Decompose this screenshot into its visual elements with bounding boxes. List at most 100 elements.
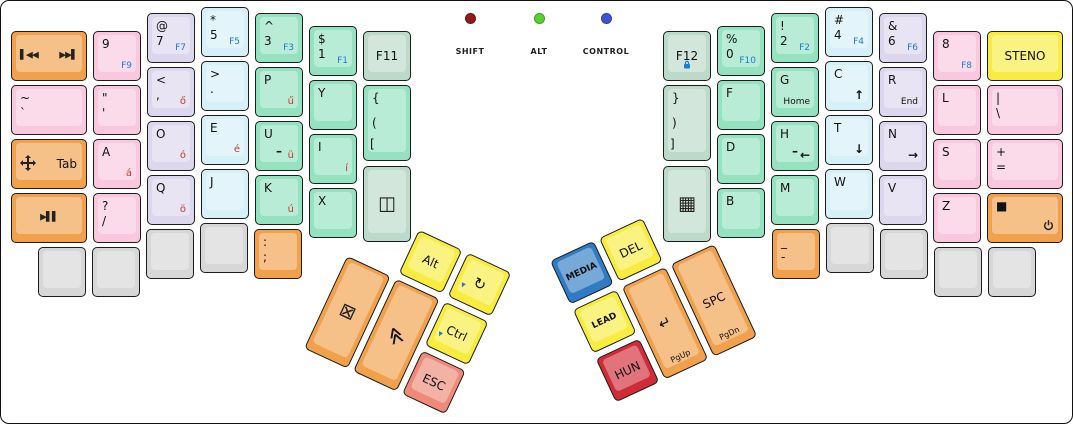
keycap-face xyxy=(314,192,352,229)
key-label: ; xyxy=(263,250,268,264)
key-b[interactable]: B xyxy=(717,188,765,238)
key-tab-move[interactable]: Tab xyxy=(11,139,87,189)
key-label: ? xyxy=(102,199,109,213)
key-label: = xyxy=(996,160,1007,174)
key-y[interactable]: Y xyxy=(309,80,357,130)
key-x[interactable]: X xyxy=(309,188,357,238)
keycap-face xyxy=(884,71,922,108)
key-label: < xyxy=(156,73,167,87)
key-close-brackets[interactable]: })] xyxy=(663,85,711,161)
key-label: ▦ xyxy=(678,192,696,215)
key-media-prev-next[interactable]: ▌◀◀▶▶▌ xyxy=(11,31,87,81)
key-label: - xyxy=(781,250,786,264)
key-l[interactable]: L xyxy=(933,85,981,135)
key-stop-power[interactable]: ■ xyxy=(987,193,1063,243)
key-label: ) xyxy=(672,116,677,130)
key-h[interactable]: H–← xyxy=(771,121,819,171)
keycap-face xyxy=(830,173,868,210)
key-label: J xyxy=(210,175,214,189)
key-label: ↓ xyxy=(853,142,864,156)
key-t[interactable]: T↓ xyxy=(825,115,873,165)
key-split-window[interactable]: ◫ xyxy=(363,166,411,242)
key-label: F xyxy=(726,86,733,100)
key-label: 4 xyxy=(834,28,842,42)
keycap-face xyxy=(776,125,814,162)
led-dot xyxy=(464,13,476,24)
key-quote[interactable]: "' xyxy=(93,85,141,135)
key-c[interactable]: C↑ xyxy=(825,61,873,111)
key-label: ' xyxy=(102,106,106,120)
key-d[interactable]: D xyxy=(717,134,765,184)
key-v[interactable]: V xyxy=(879,175,927,225)
key-grid[interactable]: ▦ xyxy=(663,166,711,242)
key-blank-r4[interactable] xyxy=(988,247,1036,297)
key-label: D xyxy=(726,140,736,154)
key-blank-r3[interactable] xyxy=(934,247,982,297)
key-question-slash[interactable]: ?/ xyxy=(93,193,141,243)
key-label: R xyxy=(888,73,897,87)
key-w[interactable]: W xyxy=(825,169,873,219)
key-blank-l1[interactable] xyxy=(38,247,86,297)
key-f[interactable]: F xyxy=(717,80,765,130)
key-label: | xyxy=(996,91,1001,105)
key-f12[interactable]: F12 xyxy=(663,31,711,81)
key-label: F12 xyxy=(675,49,699,63)
keycap-face xyxy=(98,35,136,72)
key-m[interactable]: M xyxy=(771,175,819,225)
keycap-face xyxy=(368,89,406,152)
key-plus-equals[interactable]: += xyxy=(987,139,1063,189)
key-open-brackets[interactable]: {([ xyxy=(363,85,411,161)
key-label: F8 xyxy=(961,61,972,71)
key-label: ← xyxy=(799,148,810,162)
key-f11[interactable]: F11 xyxy=(363,31,411,81)
keycap-face xyxy=(938,89,976,126)
key-label: 2 xyxy=(780,34,788,48)
key-underscore-minus[interactable]: _- xyxy=(772,229,820,279)
key-blank-l4[interactable] xyxy=(200,223,248,273)
key-blank-r1[interactable] xyxy=(826,223,874,273)
key-play-pause[interactable]: ▶▌▌ xyxy=(11,193,87,243)
key-n[interactable]: N→ xyxy=(879,121,927,171)
key-blank-l2[interactable] xyxy=(92,247,140,297)
key-z[interactable]: Z xyxy=(933,193,981,243)
key-label: ö xyxy=(179,204,186,215)
keycap-face xyxy=(205,227,243,264)
key-label: Y xyxy=(318,86,326,100)
key-steno[interactable]: STENO xyxy=(987,31,1063,81)
key-j[interactable]: J xyxy=(201,169,249,219)
keycap-face xyxy=(938,35,976,72)
key-blank-l3[interactable] xyxy=(146,229,194,279)
key-tilde-backtick[interactable]: ~` xyxy=(11,85,87,135)
key-colon-semicolon[interactable]: :; xyxy=(254,229,302,279)
key-pipe-backslash[interactable]: |\ xyxy=(987,85,1063,135)
keycap-face xyxy=(206,11,244,48)
keycap-face xyxy=(97,251,135,288)
key-period[interactable]: >. xyxy=(201,61,249,111)
key-label: W xyxy=(834,175,846,189)
key-s[interactable]: S xyxy=(933,139,981,189)
key-comma[interactable]: <,ő xyxy=(147,67,195,117)
key-u[interactable]: U–ü xyxy=(255,121,303,171)
key-label: F5 xyxy=(229,37,240,47)
key-blank-r2[interactable] xyxy=(880,229,928,279)
